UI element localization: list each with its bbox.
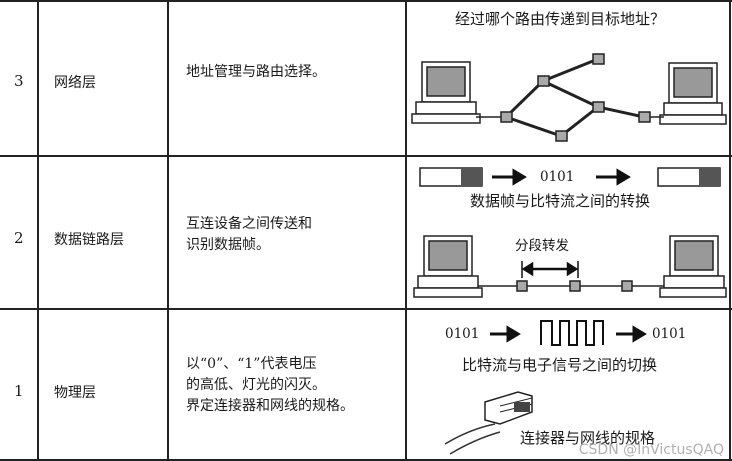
bits-label: 0101: [652, 326, 687, 342]
computer-icon: [413, 235, 483, 298]
layer-number: 1: [14, 382, 24, 400]
computer-icon: [659, 235, 727, 298]
figure-caption: 经过哪个路由传递到目标地址？: [455, 10, 666, 28]
layer-name: 物理层: [54, 385, 96, 401]
layer-name: 数据链路层: [54, 232, 124, 248]
arrow-icon: [616, 325, 647, 343]
watermark: CSDN @InVictusQAQ: [578, 442, 724, 458]
layer-description: 以“0”、“1”代表电压 的高低、灯光的闪灭。 界定连接器和网线的规格。: [186, 354, 354, 417]
figure-caption: 连接器与网线的规格: [520, 429, 656, 447]
network-links: [476, 57, 664, 138]
description-line: 的高低、灯光的闪灭。: [186, 377, 326, 393]
signal-diagram: [490, 320, 647, 346]
segment-arrow-icon: [521, 261, 579, 277]
connector-icon: [444, 391, 533, 455]
layer-number: 3: [14, 72, 24, 90]
switch-icons: [516, 280, 633, 292]
frame-bits-diagram: [419, 167, 721, 187]
column-divider: [729, 0, 731, 461]
description-line: 界定连接器和网线的规格。: [186, 398, 354, 414]
bits-label: 0101: [445, 326, 480, 342]
description-line: 互连设备之间传送和: [186, 216, 312, 232]
description-line: 以“0”、“1”代表电压: [186, 356, 317, 372]
frame-icon-tail: [461, 168, 482, 186]
row-divider: [0, 155, 732, 157]
row-divider: [0, 308, 732, 310]
column-divider: [167, 0, 169, 461]
layer-description: 互连设备之间传送和 识别数据帧。: [186, 214, 312, 256]
router-icons: [500, 53, 651, 142]
row-divider: [0, 459, 732, 461]
figure-caption: 数据帧与比特流之间的转换: [470, 192, 651, 210]
description-line: 识别数据帧。: [186, 237, 270, 253]
layer-number: 2: [14, 229, 24, 247]
column-divider: [37, 0, 39, 461]
bits-label: 0101: [540, 169, 575, 185]
layer-description: 地址管理与路由选择。: [186, 62, 326, 83]
arrow-icon: [596, 168, 631, 186]
arrow-icon: [492, 168, 527, 186]
computer-icon: [411, 61, 481, 124]
link-diagram: [413, 235, 727, 298]
arrow-icon: [490, 325, 521, 343]
description-line: 地址管理与路由选择。: [186, 64, 326, 80]
layer-name: 网络层: [54, 75, 96, 91]
segment-label: 分段转发: [515, 238, 569, 254]
column-divider: [405, 0, 407, 461]
row-divider: [0, 0, 732, 2]
routing-diagram: [411, 53, 727, 142]
square-wave-icon: [540, 320, 604, 346]
figure-caption: 比特流与电子信号之间的切换: [462, 356, 658, 374]
computer-icon: [659, 62, 727, 125]
